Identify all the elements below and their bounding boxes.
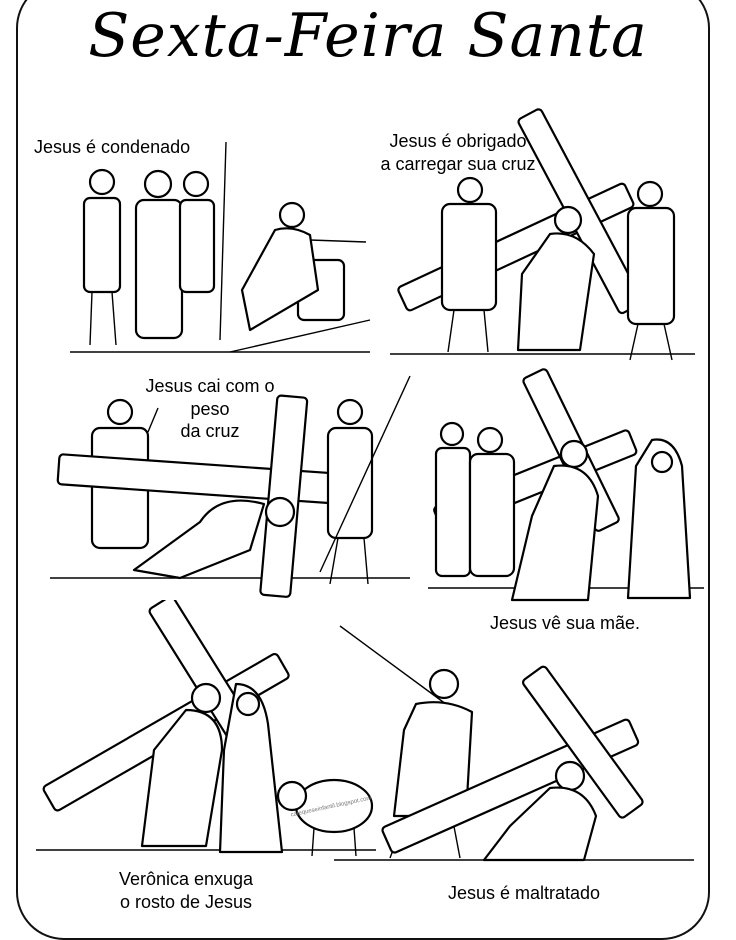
caption-panel-1: Jesus é condenado: [34, 137, 191, 157]
illustration-jesus-condemned: [70, 141, 371, 353]
illustration-jesus-meets-mother: [428, 368, 704, 602]
page-title: Sexta-Feira Santa: [88, 1, 648, 71]
illustration-jesus-falls: [50, 375, 411, 598]
illustration-jesus-mistreated: [334, 625, 694, 862]
illustration-jesus-carries-cross: [390, 108, 695, 361]
caption-panel-6: Jesus é maltratado: [447, 883, 601, 903]
caption-panel-4: Jesus vê sua mãe.: [489, 613, 641, 633]
illustration-veronica-wipes-face: [36, 600, 376, 857]
